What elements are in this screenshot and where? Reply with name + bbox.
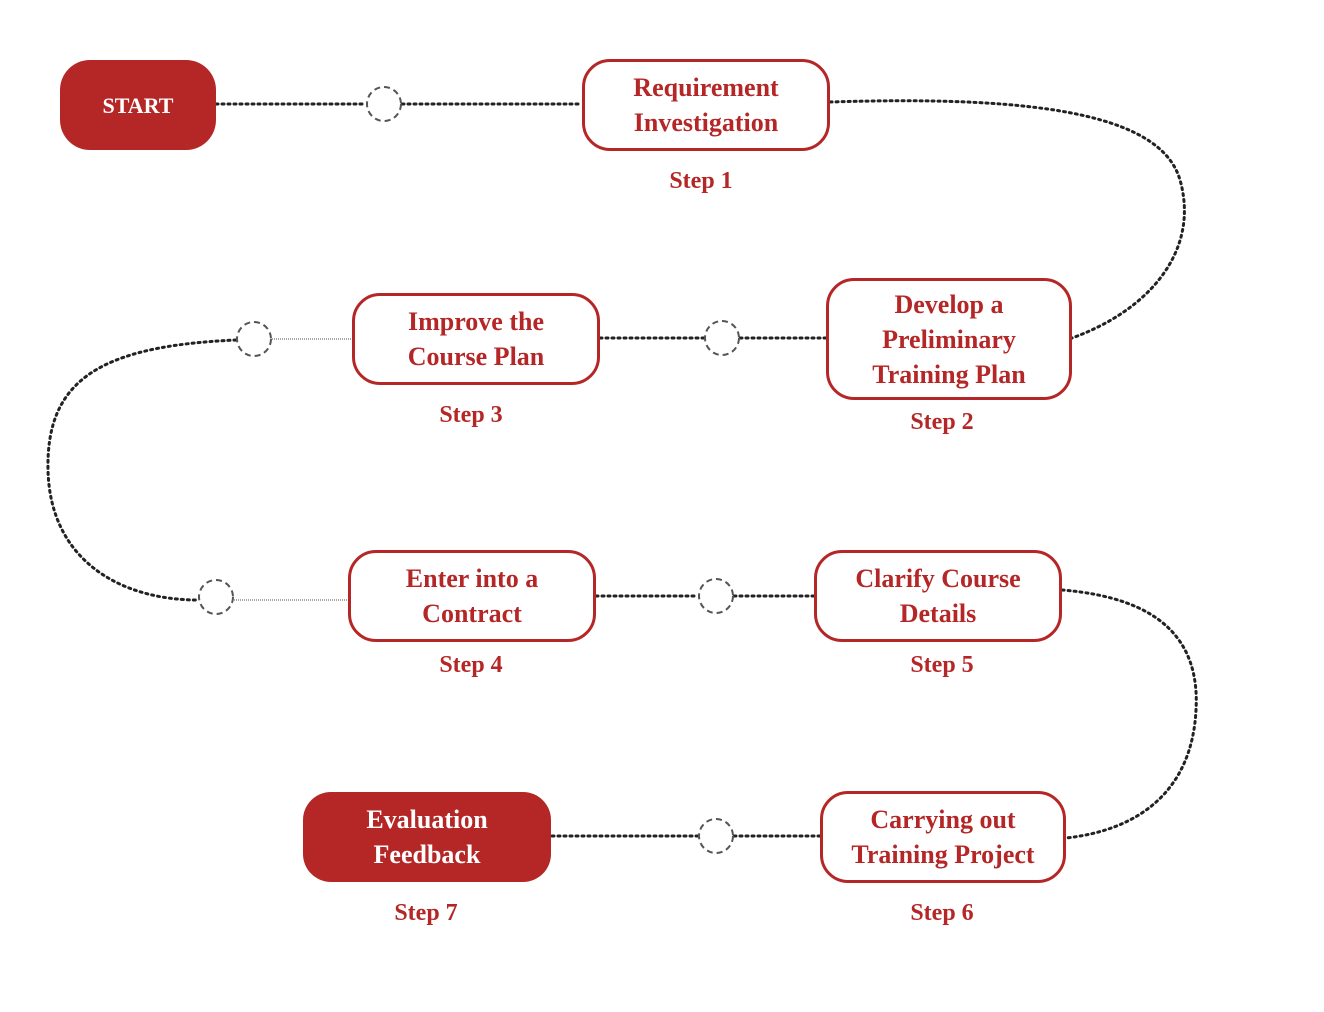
step7-node-label: Evaluation Feedback	[366, 805, 488, 869]
step3-node: Improve the Course Plan	[352, 293, 600, 385]
step6-label: Step 6	[910, 900, 974, 926]
step4-label: Step 4	[439, 652, 503, 678]
junction-circle-5	[698, 578, 734, 614]
step1-node: Requirement Investigation	[582, 59, 830, 151]
connector-step5-step6	[1060, 588, 1198, 840]
step3-label: Step 3	[439, 402, 503, 428]
step2-node-label: Develop a Preliminary Training Plan	[872, 289, 1026, 389]
step4-node-label: Enter into a Contract	[405, 564, 539, 628]
step1-node-label: Requirement Investigation	[633, 73, 779, 137]
start-node-label: START	[102, 92, 174, 118]
connector-step3-step4	[46, 338, 238, 602]
step5-node: Clarify Course Details	[814, 550, 1062, 642]
step6-node-label: Carrying out Training Project	[851, 805, 1035, 869]
junction-circle-4	[198, 579, 234, 615]
step2-node: Develop a Preliminary Training Plan	[826, 278, 1072, 400]
step5-node-label: Clarify Course Details	[855, 564, 1021, 628]
step1-label: Step 1	[669, 168, 733, 194]
junction-circle-1	[366, 86, 402, 122]
step5-label: Step 5	[910, 652, 974, 678]
step2-label: Step 2	[910, 409, 974, 435]
step7-node: Evaluation Feedback	[303, 792, 551, 882]
junction-circle-6	[698, 818, 734, 854]
connector-step1-step2	[828, 99, 1186, 340]
junction-circle-3	[236, 321, 272, 357]
step7-label: Step 7	[394, 900, 458, 926]
junction-circle-2	[704, 320, 740, 356]
step4-node: Enter into a Contract	[348, 550, 596, 642]
start-node: START	[60, 60, 216, 150]
step6-node: Carrying out Training Project	[820, 791, 1066, 883]
step3-node-label: Improve the Course Plan	[407, 307, 545, 371]
